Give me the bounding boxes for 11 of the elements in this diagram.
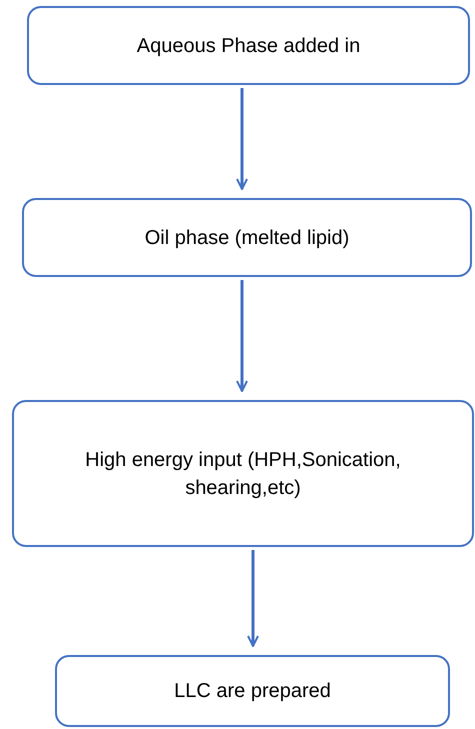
process-box [55,655,450,727]
process-box [12,400,474,547]
process-box [27,6,470,85]
arrow [236,88,248,190]
step-label: Oil phase (melted lipid) [144,226,350,250]
step-label: High energy input (HPH,Sonication, shearing,etc) [84,448,402,500]
step-label: LLC are prepared [174,679,331,704]
process-box [22,198,472,277]
arrow [236,280,248,392]
step-label: Aqueous Phase added in [136,34,360,58]
arrow [247,550,259,647]
